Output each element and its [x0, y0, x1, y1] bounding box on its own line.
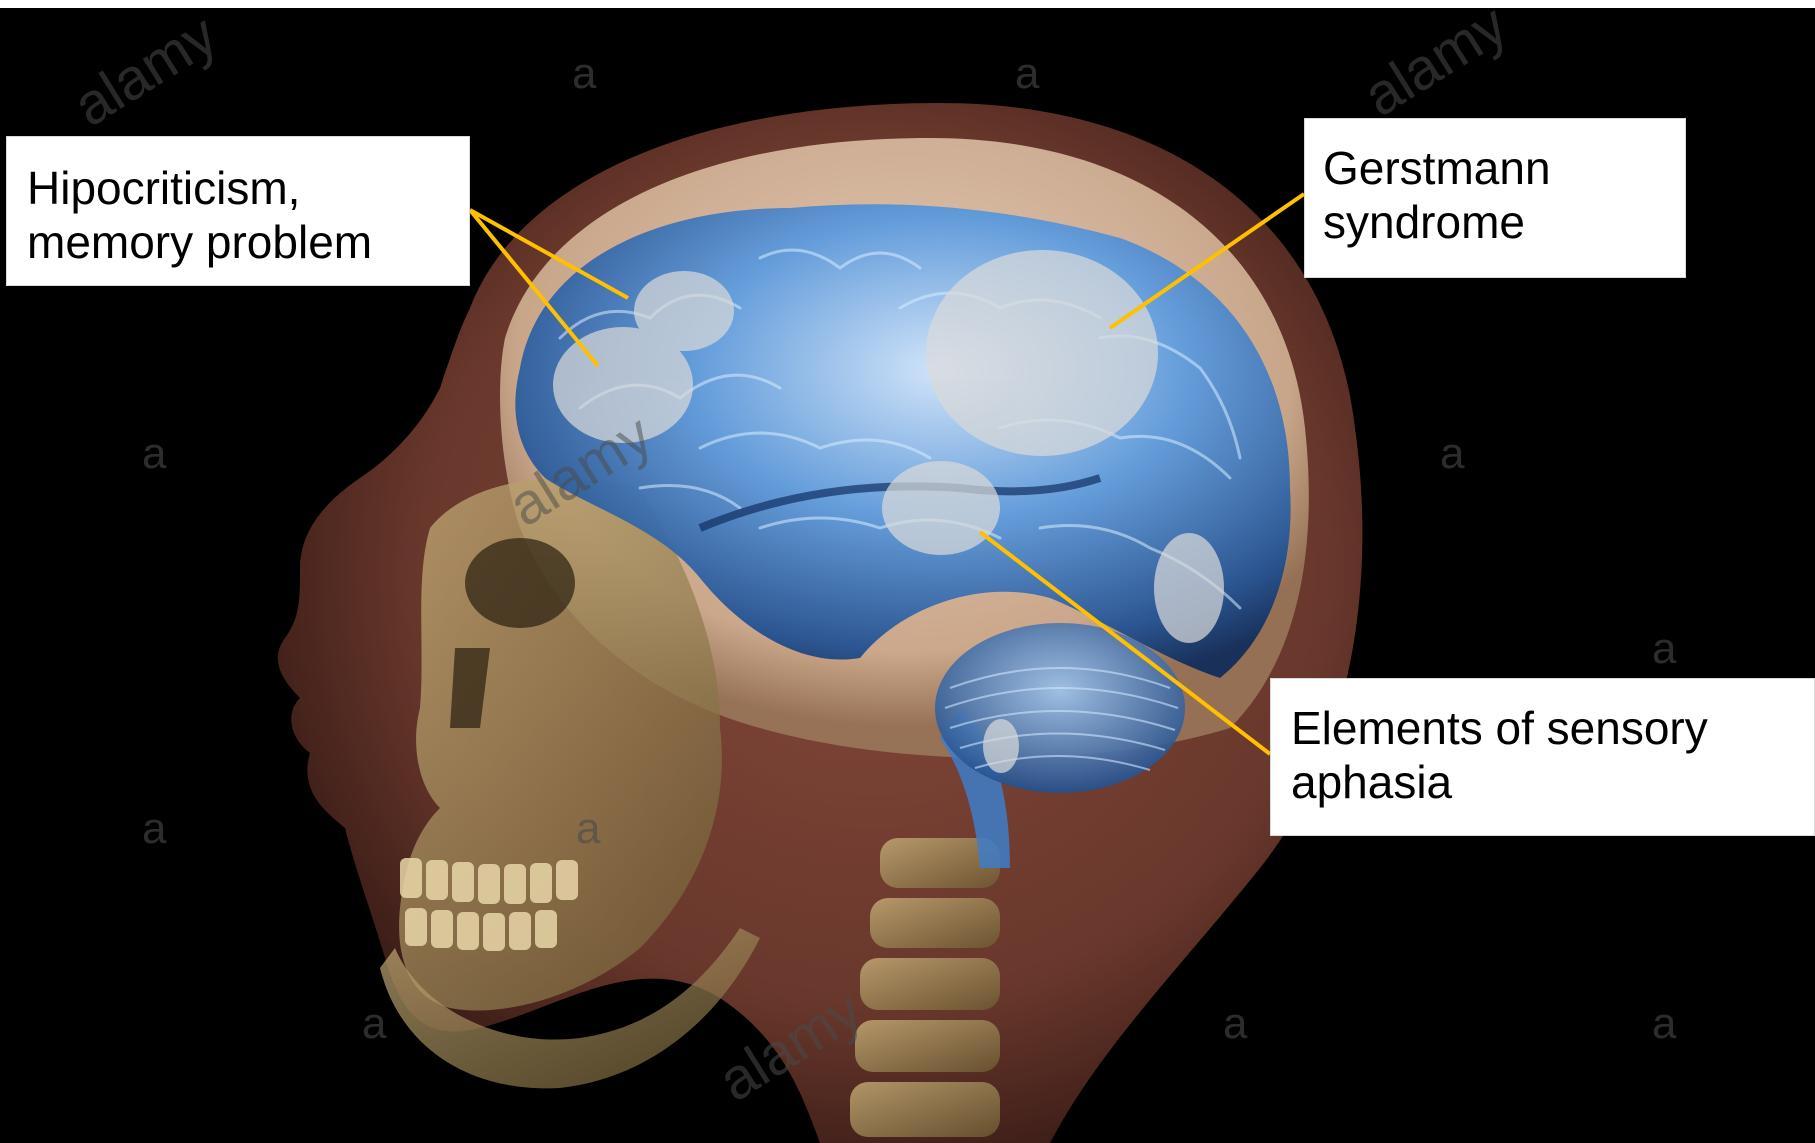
- watermark-glyph: a: [1440, 429, 1465, 478]
- watermark-glyph: a: [576, 804, 601, 853]
- illustration-canvas: alamy alamy alamy alamy a a a a a a a a …: [0, 8, 1815, 1143]
- watermark-brand: alamy: [1352, 8, 1518, 129]
- region-parietal: [926, 250, 1158, 456]
- callout-line: syndrome: [1323, 195, 1685, 249]
- callout-line: aphasia: [1291, 755, 1814, 809]
- region-cerebellum: [983, 719, 1019, 773]
- watermark-glyph: a: [1223, 999, 1248, 1048]
- watermark-glyph: a: [362, 999, 387, 1048]
- callout-gerstmann: Gerstmann syndrome: [1304, 118, 1686, 278]
- watermark-glyph: a: [142, 429, 167, 478]
- watermark-glyph: a: [142, 804, 167, 853]
- eye-socket: [465, 538, 575, 628]
- watermark-glyph: a: [1015, 49, 1040, 98]
- watermark-glyph: a: [1652, 624, 1677, 673]
- watermark-brand: alamy: [62, 8, 228, 139]
- callout-line: Gerstmann: [1323, 141, 1685, 195]
- callout-line: Hipocriticism,: [27, 161, 469, 215]
- watermark-glyph: a: [572, 49, 597, 98]
- cerebellum: [935, 623, 1185, 793]
- callout-hipocriticism: Hipocriticism, memory problem: [6, 136, 470, 286]
- callout-line: Elements of sensory: [1291, 701, 1814, 755]
- callout-line: memory problem: [27, 215, 469, 269]
- watermark-glyph: a: [1652, 999, 1677, 1048]
- callout-sensory-aphasia: Elements of sensory aphasia: [1270, 678, 1815, 836]
- region-occipital: [1154, 533, 1224, 643]
- region-temporal: [882, 461, 1000, 555]
